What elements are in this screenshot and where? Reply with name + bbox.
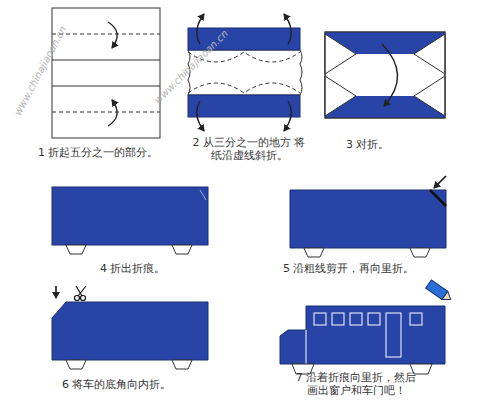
step-caption: 2 从三分之一的地方 将纸沿虚线斜折。	[192, 136, 306, 162]
step-caption: 6 将车的底角向内折。	[62, 378, 232, 391]
step1-figure	[52, 8, 160, 138]
step-caption: 4 折出折痕。	[100, 262, 220, 275]
step-caption: 5 沿粗线剪开，再向里折。	[283, 262, 463, 275]
step2-figure	[188, 14, 302, 131]
step-caption: 3 对折。	[346, 138, 446, 151]
step3-figure	[325, 32, 445, 118]
step4-figure	[52, 187, 208, 254]
step-caption: 1 折起五分之一的部分。	[38, 146, 198, 159]
step6-figure	[52, 286, 208, 369]
step7-figure	[280, 280, 454, 374]
step5-figure	[290, 176, 446, 257]
step-caption: 7 沿着折痕向里折，然后 画出窗户和车门吧！	[290, 371, 422, 397]
